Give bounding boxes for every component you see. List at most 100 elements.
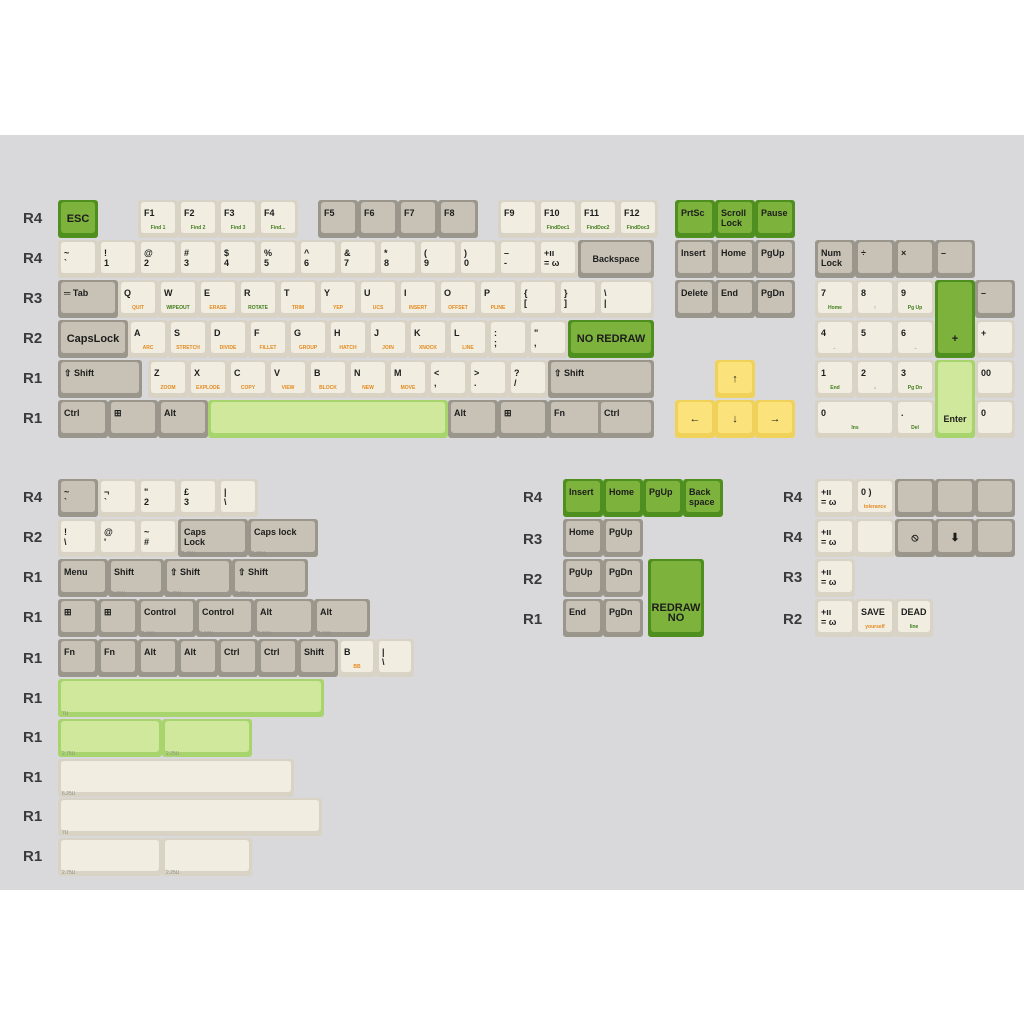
keycap[interactable]: 5 bbox=[855, 320, 895, 358]
keycap[interactable]: @ ' bbox=[98, 519, 138, 557]
keycap[interactable]: Ctrl bbox=[598, 400, 654, 438]
keycap[interactable]: # 3 bbox=[178, 240, 218, 278]
keycap[interactable]: ↑ bbox=[715, 360, 755, 398]
keycap[interactable]: 2.75U bbox=[58, 838, 162, 876]
keycap[interactable]: ! \ bbox=[58, 519, 98, 557]
keycap[interactable]: Ctrl bbox=[258, 639, 298, 677]
keycap[interactable] bbox=[935, 479, 975, 517]
keycap[interactable]: " 2 bbox=[138, 479, 178, 517]
keycap[interactable]: Delete bbox=[675, 280, 715, 318]
keycap[interactable]: ESC bbox=[58, 200, 98, 238]
keycap[interactable]: Ctrl bbox=[218, 639, 258, 677]
keycap[interactable]: & 7 bbox=[338, 240, 378, 278]
keycap[interactable]: – bbox=[935, 240, 975, 278]
keycap[interactable]: | \ bbox=[376, 639, 414, 677]
keycap[interactable]: ⊞ bbox=[58, 599, 98, 637]
keycap[interactable]: PrtSc bbox=[675, 200, 715, 238]
keycap[interactable]: ^ 6 bbox=[298, 240, 338, 278]
keycap[interactable]: Scroll Lock bbox=[715, 200, 755, 238]
keycap[interactable]: PgUp bbox=[755, 240, 795, 278]
keycap[interactable]: | \ bbox=[218, 479, 258, 517]
keycap[interactable]: Home bbox=[715, 240, 755, 278]
keycap[interactable]: { [ bbox=[518, 280, 558, 318]
keycap[interactable]: Alt bbox=[158, 400, 208, 438]
keycap[interactable]: End bbox=[715, 280, 755, 318]
keycap[interactable]: ⦸ bbox=[895, 519, 935, 557]
keycap[interactable] bbox=[975, 479, 1015, 517]
keycap[interactable]: } ] bbox=[558, 280, 598, 318]
keycap[interactable]: ¬ ` bbox=[98, 479, 138, 517]
keycap[interactable] bbox=[975, 519, 1015, 557]
keycap[interactable]: Fn bbox=[58, 639, 98, 677]
keycap[interactable]: PgUp bbox=[563, 559, 603, 597]
keycap[interactable]: Fn bbox=[98, 639, 138, 677]
keycap[interactable]: ↓ bbox=[715, 400, 755, 438]
keycap[interactable]: 0 )tolerance bbox=[855, 479, 895, 517]
keycap[interactable]: ) 0 bbox=[458, 240, 498, 278]
keycap[interactable]: 6.25U bbox=[58, 759, 294, 797]
keycap[interactable]: 2.25U bbox=[162, 719, 252, 757]
keycap[interactable]: ⊞ bbox=[108, 400, 158, 438]
keycap[interactable]: Num Lock bbox=[815, 240, 855, 278]
keycap[interactable]: + bbox=[975, 320, 1015, 358]
keycap[interactable]: 7U bbox=[58, 798, 322, 836]
keycap[interactable]: ← bbox=[675, 400, 715, 438]
keycap[interactable] bbox=[895, 479, 935, 517]
keycap[interactable]: Insert bbox=[563, 479, 603, 517]
keycap[interactable]: ( 9 bbox=[418, 240, 458, 278]
keycap[interactable]: +ıı = ω bbox=[538, 240, 578, 278]
keycap[interactable]: Home bbox=[563, 519, 603, 557]
keycap[interactable]: ~ ` bbox=[58, 240, 98, 278]
keycap[interactable]: 2↓ bbox=[855, 360, 895, 398]
keycap[interactable]: 8↑ bbox=[855, 280, 895, 318]
keycap[interactable]: +ıı = ω bbox=[815, 559, 855, 597]
keycap[interactable]: End bbox=[563, 599, 603, 637]
keycap[interactable]: ÷ bbox=[855, 240, 895, 278]
keycap[interactable]: < , bbox=[428, 360, 468, 398]
keycap[interactable]: F7 bbox=[398, 200, 438, 238]
keycap[interactable]: + bbox=[935, 280, 975, 358]
keycap[interactable]: Menu bbox=[58, 559, 108, 597]
keycap[interactable]: F5 bbox=[318, 200, 358, 238]
keycap[interactable]: Alt bbox=[448, 400, 498, 438]
keycap[interactable] bbox=[855, 519, 895, 557]
keycap[interactable]: \ | bbox=[598, 280, 654, 318]
keycap[interactable]: 2.25U bbox=[162, 838, 252, 876]
keycap[interactable]: Alt bbox=[138, 639, 178, 677]
keycap[interactable]: Pause bbox=[755, 200, 795, 238]
keycap[interactable]: ═ Tab bbox=[58, 280, 118, 318]
keycap[interactable]: → bbox=[755, 400, 795, 438]
keycap[interactable]: " , bbox=[528, 320, 568, 358]
keycap[interactable]: NO REDRAW bbox=[568, 320, 654, 358]
keycap[interactable]: Fn bbox=[548, 400, 604, 438]
keycap[interactable]: .Del bbox=[895, 400, 935, 438]
keycap[interactable]: REDRAW NO bbox=[648, 559, 704, 637]
